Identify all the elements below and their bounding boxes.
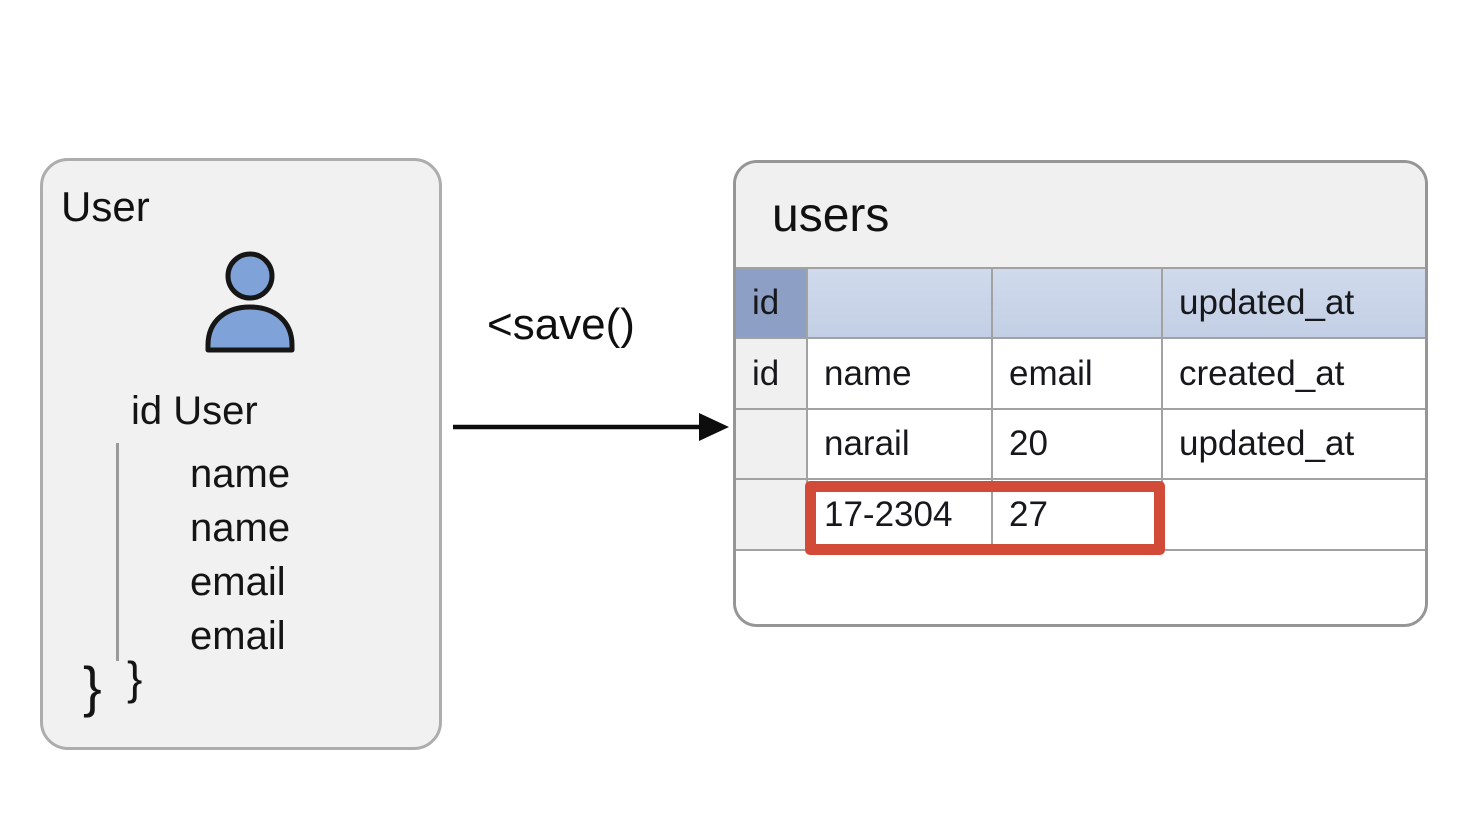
highlight-box	[805, 481, 1165, 555]
closing-brace-inner: }	[127, 652, 143, 704]
header-cell-empty	[808, 269, 993, 337]
cell-empty	[1163, 480, 1425, 549]
column-header-id: id	[736, 339, 808, 408]
cell-name: 17-2304	[808, 480, 993, 549]
header-cell-updated-at: updated_at	[1163, 269, 1425, 337]
table-header-row: id updated_at	[736, 267, 1425, 337]
header-cell-id: id	[736, 269, 808, 337]
closing-brace-outer: }	[83, 655, 102, 718]
person-icon	[205, 251, 295, 353]
save-method-label: <save()	[487, 300, 635, 349]
object-field-list: name name email email	[190, 447, 290, 663]
column-header-row: id name email created_at	[736, 337, 1425, 408]
empty-table-row	[736, 549, 1425, 624]
user-object-card: User id User name name email email } }	[40, 158, 442, 750]
column-header-name: name	[808, 339, 993, 408]
cell-id	[736, 410, 808, 478]
table-row: 17-2304 27	[736, 478, 1425, 549]
column-header-email: email	[993, 339, 1163, 408]
cell-name: narail	[808, 410, 993, 478]
table-row: narail 20 updated_at	[736, 408, 1425, 478]
object-header-text: id User	[131, 389, 258, 433]
cell-id	[736, 480, 808, 549]
user-card-title: User	[61, 183, 150, 230]
object-field: name	[190, 506, 291, 550]
object-field: name	[190, 452, 291, 496]
object-field: email	[190, 560, 286, 604]
save-arrow	[453, 413, 729, 441]
header-cell-empty	[993, 269, 1163, 337]
cell-email: 27	[993, 480, 1163, 549]
table-title: users	[772, 188, 890, 242]
users-table-card: users id updated_at id name email create…	[733, 160, 1428, 627]
cell-email: 20	[993, 410, 1163, 478]
indent-guide-line	[116, 443, 119, 661]
cell-updated-at: updated_at	[1179, 424, 1355, 463]
object-field: email	[190, 614, 286, 658]
table-title-band: users	[736, 163, 1425, 267]
column-header-created-at: created_at	[1179, 353, 1345, 393]
